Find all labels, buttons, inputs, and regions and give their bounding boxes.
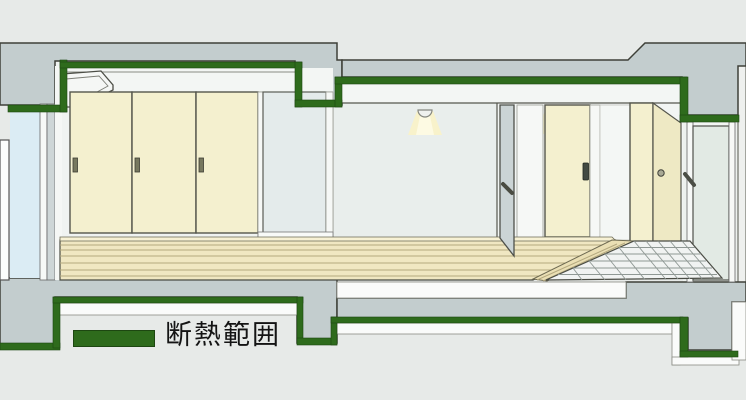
lower-ceiling-band-left [54, 302, 298, 316]
window-sash [46, 103, 56, 281]
step-line [536, 243, 618, 281]
window-jamb [55, 66, 62, 280]
ceiling-light [408, 109, 442, 135]
legend-label: 断熱範囲 [165, 320, 281, 350]
entrance-door-frame [728, 121, 736, 283]
door-knob [657, 169, 665, 177]
window-frame [39, 103, 48, 281]
lower-ceiling-band-right [336, 322, 673, 335]
floor-cavity-band [336, 281, 627, 299]
partition-frame [257, 91, 264, 239]
insulation-ceiling-line [7, 59, 740, 123]
tile-floor [545, 240, 724, 281]
floors [59, 236, 724, 282]
entrance-door-handle [683, 172, 696, 187]
closet-door [69, 91, 133, 234]
corridor-slab-edge [731, 301, 746, 361]
door-handle [72, 157, 78, 173]
ceiling-band-right [342, 84, 682, 103]
door-handle [134, 157, 140, 173]
living-room-wall-right [333, 77, 498, 240]
entrance-side-wall [629, 102, 654, 244]
balcony-window [0, 66, 62, 281]
balcony-railing-wall [0, 139, 10, 281]
hallway [496, 101, 682, 250]
glass-partition [257, 91, 334, 239]
wood-floor-planks [60, 244, 605, 277]
closet-door [131, 91, 197, 234]
legend-swatch [73, 329, 155, 347]
light-beam-core [416, 111, 434, 135]
lower-ceiling-band-entrance [671, 356, 740, 366]
floor-slab [0, 277, 746, 366]
door-handle [582, 162, 589, 181]
closet-door [195, 91, 259, 234]
hallway-wall-strip [516, 104, 544, 241]
door-handle [501, 182, 514, 195]
wood-floor [59, 239, 617, 281]
legend: 断熱範囲 [73, 322, 281, 349]
corridor-wall [737, 65, 746, 303]
entrance-angled-wall [652, 101, 682, 250]
partition-panel [262, 91, 327, 234]
closet-doors [69, 91, 259, 234]
hallway-recess [599, 104, 631, 241]
open-door-panel [499, 104, 515, 258]
open-door [499, 104, 515, 258]
hallway-wall-strip [589, 104, 601, 241]
door-handle [198, 157, 204, 173]
wood-floor-edge [59, 236, 617, 242]
partition-frame [325, 91, 334, 239]
insulation-floor-line [0, 296, 739, 358]
window-glass [10, 110, 40, 278]
lamp-shade-icon [417, 109, 433, 118]
